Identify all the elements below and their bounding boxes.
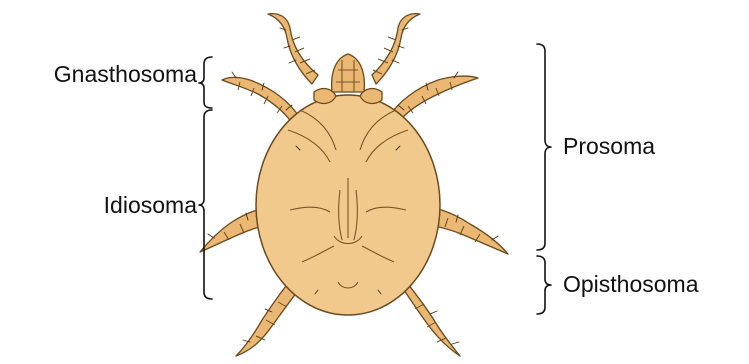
prosoma-bracket	[537, 44, 551, 250]
prosoma-label: Prosoma	[563, 133, 655, 159]
mite-illustration	[200, 14, 508, 356]
idiosoma-bracket	[199, 110, 212, 299]
gnathosoma-bracket	[199, 57, 212, 108]
idiosoma-label: Idiosoma	[104, 192, 198, 218]
opisthosoma-label: Opisthosoma	[563, 271, 699, 297]
leg-front-left	[268, 14, 318, 84]
gnathosoma-label: Gnasthosoma	[54, 61, 197, 87]
opisthosoma-bracket	[537, 256, 551, 314]
leg-front-right	[372, 14, 420, 84]
leg-second-left	[222, 72, 300, 126]
